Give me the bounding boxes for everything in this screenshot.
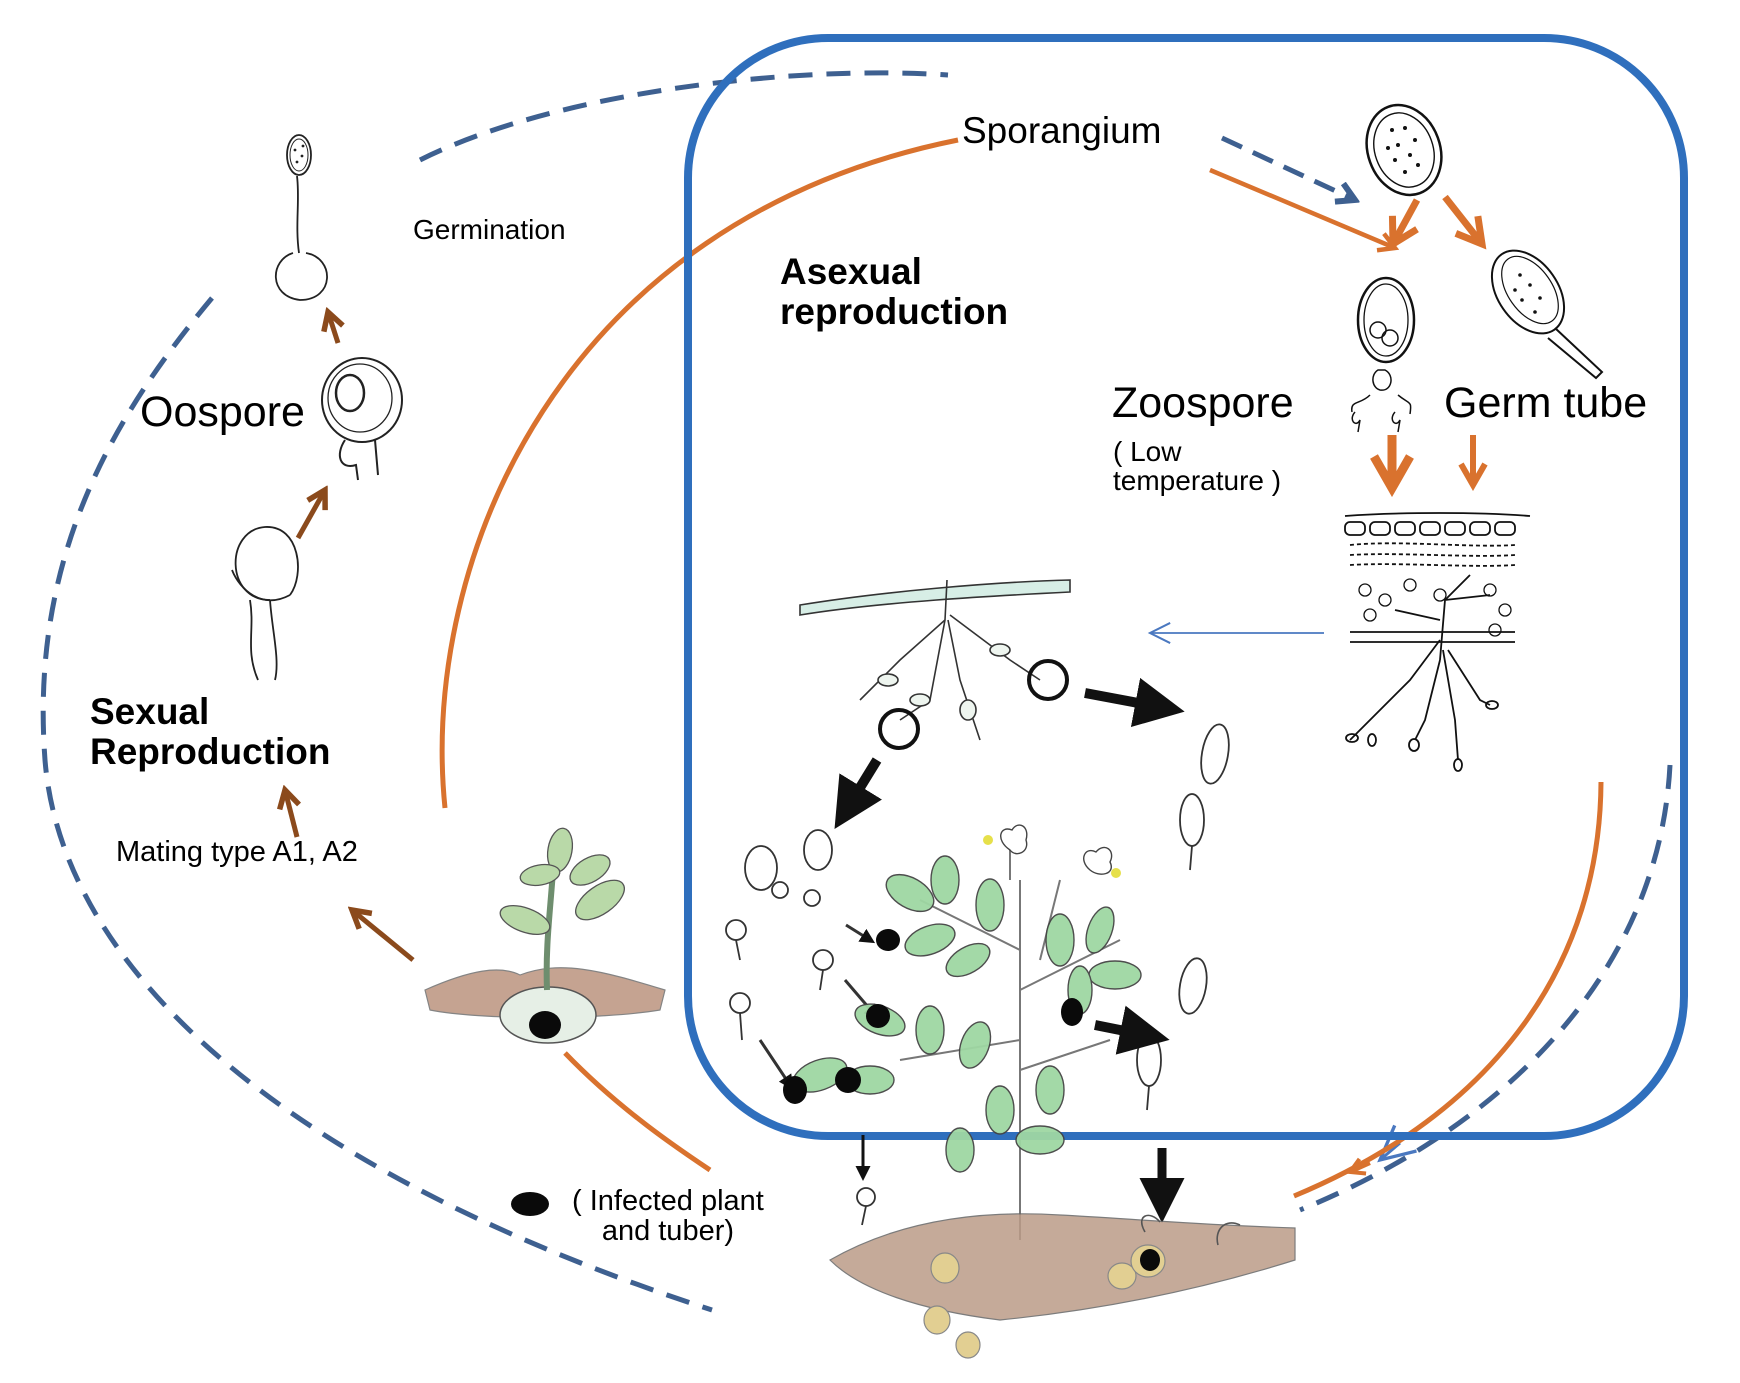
legend-infected-plant-tuber: ( Infected plant and tuber) xyxy=(572,1186,764,1247)
label-zoospore: Zoospore xyxy=(1112,379,1294,427)
sporangium-to-zoospore-arrow xyxy=(1388,198,1421,251)
sporangia-release-arrow-down xyxy=(834,757,883,830)
right-return-thin-arrowhead xyxy=(1377,1124,1417,1163)
oospore-to-germination-arrow xyxy=(328,312,338,344)
label-asexual-line1: Asexual xyxy=(780,251,922,292)
sporangium-to-germtube-arrow xyxy=(1442,194,1487,250)
label-sexual-reproduction: Sexual Reproduction xyxy=(90,692,330,771)
soil-with-tubers-illustration xyxy=(829,1213,1296,1359)
zoospore-release-illustration xyxy=(1351,276,1416,433)
infection-marker-legend-icon xyxy=(511,1192,549,1216)
label-low-temperature-line1: ( Low xyxy=(1113,436,1182,467)
blight-lesion xyxy=(783,929,1083,1104)
label-low-temperature: ( Low temperature ) xyxy=(1113,437,1281,496)
oospore-soil-cycle-dashed-path xyxy=(40,296,713,1313)
oogonium-antheridium-illustration xyxy=(231,526,299,681)
label-sexual-line1: Sexual xyxy=(90,691,210,732)
sporangium-to-zoospore-dashed-arrow xyxy=(1220,135,1355,200)
oospore-germination-illustration xyxy=(274,134,328,301)
asexual-reproduction-box xyxy=(684,34,1688,1140)
mating-to-sexual-arrow xyxy=(285,790,297,838)
legend-infected-line2: and tuber) xyxy=(601,1215,735,1248)
zoospore-to-leaf-arrow-1 xyxy=(845,923,876,944)
flower xyxy=(1000,824,1113,875)
leaf-cross-section-illustration xyxy=(1344,512,1531,772)
label-sporangium: Sporangium xyxy=(962,110,1162,151)
sporangium-to-zoospore-orange-arrow xyxy=(1209,167,1400,253)
label-asexual-reproduction: Asexual reproduction xyxy=(780,252,1008,331)
label-mating-type: Mating type A1, A2 xyxy=(116,836,358,868)
tuber-to-mating-arrow xyxy=(352,910,415,962)
oogonium-to-oospore-arrow xyxy=(295,490,325,540)
germ-tube-illustration xyxy=(1490,249,1604,380)
right-return-orange-arrowhead xyxy=(1346,1157,1371,1176)
infected-seed-tuber-illustration xyxy=(424,827,666,1044)
infected-potato-plant-illustration xyxy=(783,824,1142,1240)
soil-to-tuber-orange-path xyxy=(563,1051,712,1173)
label-low-temperature-line2: temperature ) xyxy=(1113,465,1282,497)
sporangia-release-arrow-right xyxy=(1084,677,1185,728)
right-return-orange-arrow xyxy=(1293,781,1604,1199)
label-asexual-line2: reproduction xyxy=(780,290,1009,332)
sporangia-falling-illustration xyxy=(1136,723,1230,1111)
zoospore-to-leaf-arrow-3 xyxy=(758,1039,794,1090)
label-oospore: Oospore xyxy=(140,388,305,436)
label-germination: Germination xyxy=(413,214,566,245)
sporangium-illustration xyxy=(1365,103,1443,197)
right-return-dashed-path xyxy=(1299,764,1673,1213)
legend-infected-line1: ( Infected plant xyxy=(572,1185,764,1217)
tuber-to-sporangium-orange-path xyxy=(439,137,959,809)
germination-dashed-path xyxy=(418,70,949,163)
zoospores-swimming-illustration xyxy=(725,829,876,1226)
oospore-illustration xyxy=(321,357,403,481)
leaf-lesion-to-sporangia-arrow xyxy=(1094,1005,1170,1055)
label-sexual-line2: Reproduction xyxy=(90,730,331,772)
label-germ-tube: Germ tube xyxy=(1444,379,1648,427)
sporangiophore-illustration xyxy=(799,579,1071,750)
